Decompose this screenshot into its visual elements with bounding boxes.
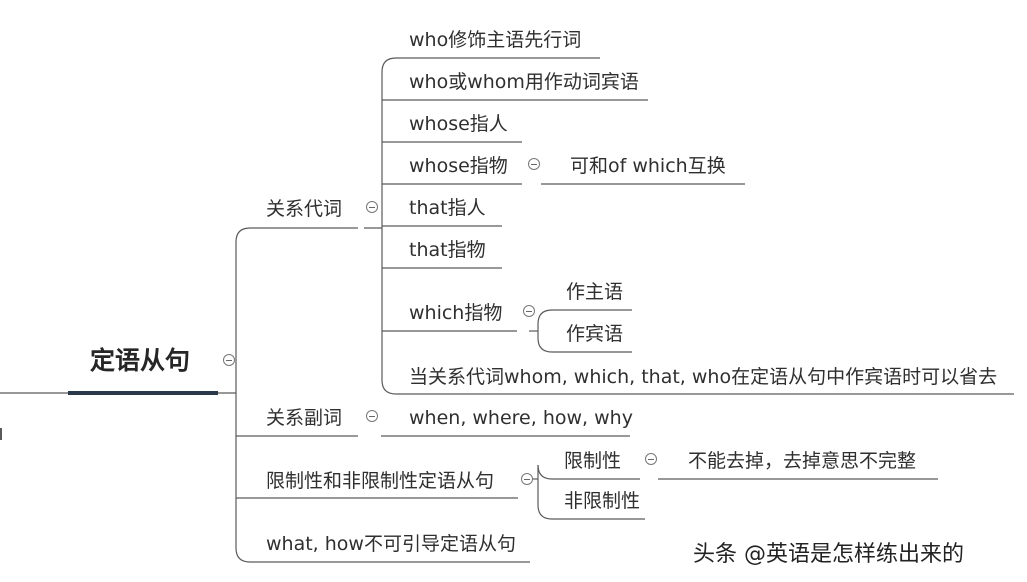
- collapse-toggle-adverbs[interactable]: [366, 410, 378, 422]
- branch-relative-pronouns[interactable]: 关系代词: [266, 198, 343, 220]
- node-who-subject[interactable]: who修饰主语先行词: [409, 29, 582, 51]
- node-restrictive[interactable]: 限制性: [564, 450, 622, 472]
- root-topic[interactable]: 定语从句: [90, 346, 191, 375]
- branch-what-how[interactable]: what, how不可引导定语从句: [266, 533, 516, 555]
- collapse-toggle-pronouns[interactable]: [366, 201, 378, 213]
- node-restrictive-note[interactable]: 不能去掉，去掉意思不完整: [688, 450, 917, 472]
- collapse-toggle-restrictive-child[interactable]: [645, 453, 657, 465]
- collapse-toggle-restrictive[interactable]: [521, 473, 533, 485]
- node-adverb-list[interactable]: when, where, how, why: [409, 407, 633, 429]
- node-that-thing[interactable]: that指物: [409, 239, 486, 261]
- node-which-thing[interactable]: which指物: [409, 302, 503, 324]
- node-whose-thing[interactable]: whose指物: [409, 155, 508, 177]
- node-as-subject[interactable]: 作主语: [566, 281, 624, 303]
- node-whose-person[interactable]: whose指人: [409, 113, 508, 135]
- collapse-toggle-which-thing[interactable]: [523, 305, 535, 317]
- collapse-toggle-root[interactable]: [223, 354, 235, 366]
- node-as-object[interactable]: 作宾语: [566, 323, 624, 345]
- branch-relative-adverbs[interactable]: 关系副词: [266, 407, 343, 429]
- node-non-restrictive[interactable]: 非限制性: [564, 490, 641, 512]
- watermark-text: 头条 @英语是怎样练出来的: [693, 542, 964, 567]
- node-of-which-note[interactable]: 可和of which互换: [570, 155, 726, 177]
- node-that-person[interactable]: that指人: [409, 197, 486, 219]
- node-who-whom-object[interactable]: who或whom用作动词宾语: [409, 71, 639, 93]
- branch-restrictive[interactable]: 限制性和非限制性定语从句: [266, 470, 495, 492]
- collapse-toggle-whose-thing[interactable]: [528, 158, 540, 170]
- node-omit-rule[interactable]: 当关系代词whom, which, that, who在定语从句中作宾语时可以省…: [409, 366, 998, 388]
